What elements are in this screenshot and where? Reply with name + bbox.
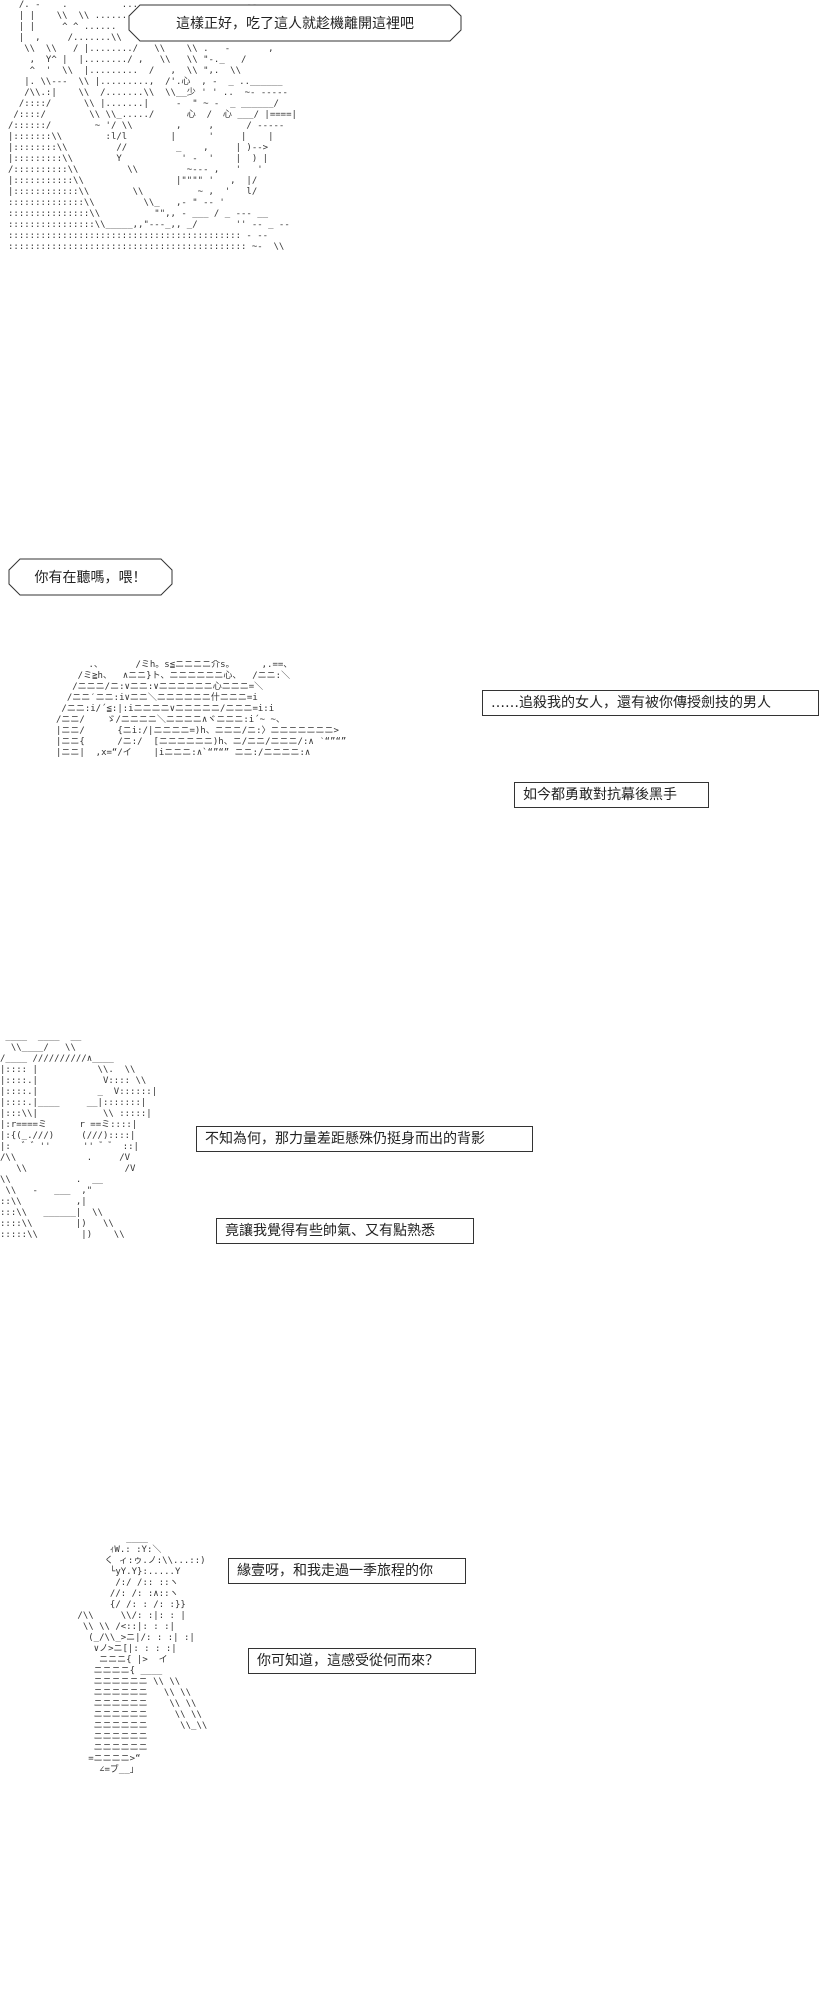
narration-text: 不知為何，那力量差距懸殊仍挺身而出的背影	[205, 1131, 485, 1147]
ascii-art-hair: .、 /ミh。s≦ニニニニ介s。 ,.==、 /ミ≧h、 ∧ニニ}ト、ニニニニニ…	[56, 660, 347, 758]
narration-box: ……追殺我的女人，還有被你傳授劍技的男人	[482, 690, 819, 716]
narration-text: 如今都勇敢對抗幕後黑手	[523, 787, 677, 803]
ascii-art-close-face: ____ ____ __ \\____/ \\ /____ //////////…	[0, 1032, 158, 1240]
narration-box: 不知為何，那力量差距懸殊仍挺身而出的背影	[196, 1126, 533, 1152]
speech-bubble-outline	[8, 558, 173, 596]
narration-box: 竟讓我覺得有些帥氣、又有點熟悉	[216, 1218, 474, 1244]
speech-bubble-text: 這樣正好，吃了這人就趁機離開這裡吧	[176, 16, 414, 32]
narration-box: 緣壹呀，和我走過一季旅程的你	[228, 1558, 466, 1584]
speech-bubble: 你有在聽嗎，喂！	[8, 558, 173, 596]
speech-bubble: 這樣正好，吃了這人就趁機離開這裡吧	[128, 4, 462, 42]
narration-text: ……追殺我的女人，還有被你傳授劍技的男人	[491, 695, 771, 711]
ascii-art-figure: ____ ｨW.: :Y:＼ く ィ:ゥ.ノ:\\...::) └yY.Y}:.…	[77, 1534, 208, 1775]
narration-text: 緣壹呀，和我走過一季旅程的你	[237, 1563, 433, 1579]
narration-box: 你可知道，這感受從何而來？	[248, 1648, 476, 1674]
narration-text: 竟讓我覺得有些帥氣、又有點熟悉	[225, 1223, 435, 1239]
speech-bubble-text: 你有在聽嗎，喂！	[34, 570, 147, 586]
narration-box: 如今都勇敢對抗幕後黑手	[514, 782, 709, 808]
narration-text: 你可知道，這感受從何而來？	[257, 1653, 439, 1669]
ascii-art-face: /. - . ..... ,-- . | | \\ \\ ....... , /…	[8, 0, 297, 252]
speech-bubble-outline	[128, 4, 462, 42]
